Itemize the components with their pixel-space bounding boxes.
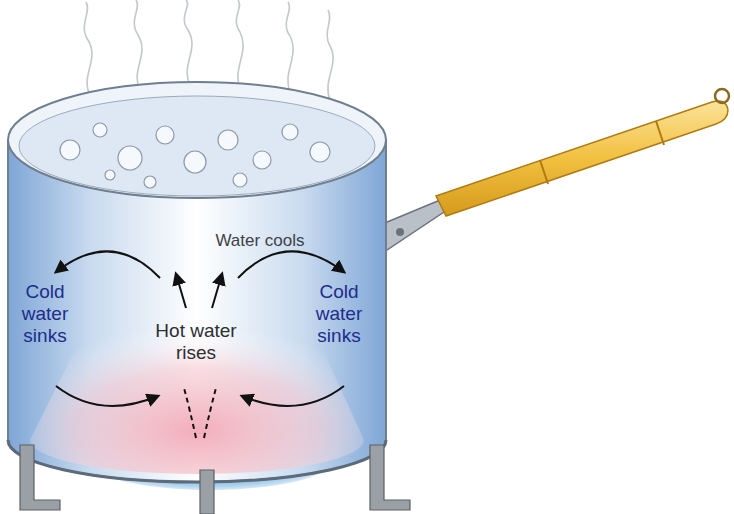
- bubble: [184, 151, 206, 173]
- bubble: [253, 151, 271, 169]
- rivet: [396, 228, 404, 236]
- process-label: Water cools: [190, 231, 330, 251]
- bubble: [310, 142, 330, 162]
- steam-wisp: [84, 2, 92, 95]
- process-label: Cold water sinks: [308, 281, 370, 347]
- pan-handle: [436, 101, 728, 216]
- bubble: [233, 173, 247, 187]
- bubble: [93, 123, 107, 137]
- flow-dashed: [184, 388, 196, 438]
- steam-wisp: [286, 2, 293, 92]
- burner-stand-legs: [20, 445, 410, 514]
- stand-leg: [200, 470, 214, 514]
- flow-dashed: [204, 388, 216, 438]
- steam-wisp: [327, 10, 333, 100]
- hot-water-zone: [30, 300, 364, 474]
- handle-band: [656, 121, 664, 145]
- flow-arrow: [212, 274, 222, 308]
- bubble: [282, 124, 298, 140]
- steam-wisp: [236, 0, 243, 88]
- water-surface: [19, 96, 375, 196]
- bubble: [218, 130, 238, 150]
- flow-arrow: [56, 386, 158, 406]
- bubble: [156, 126, 174, 144]
- pot-base: [8, 440, 386, 482]
- handle-band: [540, 160, 548, 184]
- stand-leg: [370, 445, 410, 510]
- pot-rim: [8, 82, 386, 198]
- handle-ring: [715, 89, 729, 103]
- bubble: [144, 176, 156, 188]
- stand-leg: [20, 445, 60, 510]
- flow-arrow: [176, 274, 186, 308]
- bubbles: [60, 123, 330, 188]
- flow-arrow: [56, 251, 160, 278]
- handle-bracket: [380, 200, 444, 252]
- bubble: [118, 146, 142, 170]
- process-label: Hot water rises: [138, 320, 254, 364]
- bubble: [60, 140, 80, 160]
- flow-arrow: [238, 251, 344, 278]
- convection-arrows: [56, 251, 344, 438]
- flow-arrow: [242, 386, 344, 406]
- bubble: [105, 170, 115, 180]
- process-label: Cold water sinks: [14, 281, 76, 347]
- steam-wisp: [184, 0, 192, 85]
- steam-wisp: [134, 0, 142, 90]
